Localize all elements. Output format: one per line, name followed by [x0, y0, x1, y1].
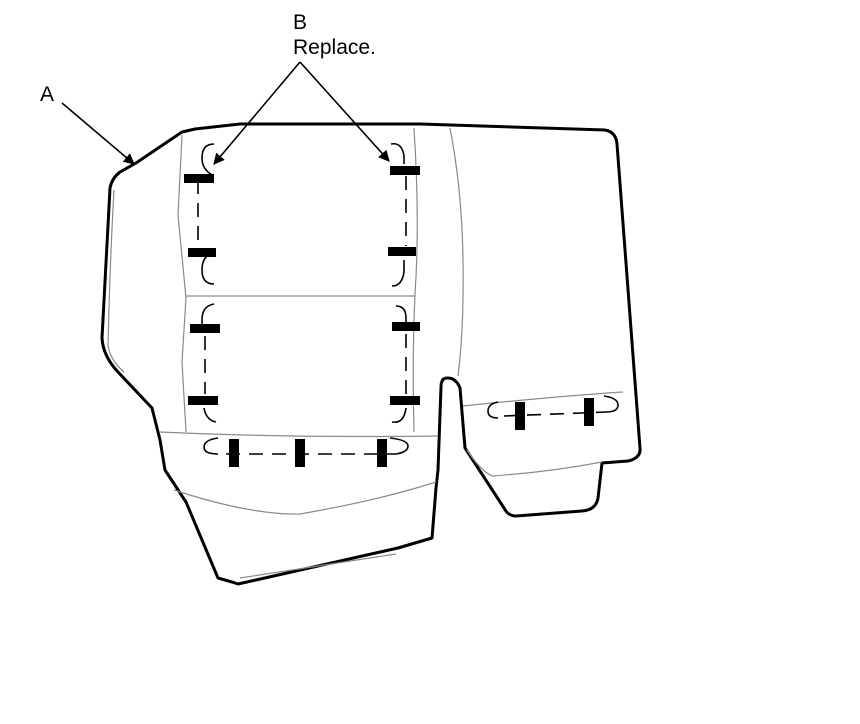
- hog-ring: [184, 174, 214, 183]
- hog-ring: [190, 324, 220, 333]
- hog-ring: [295, 439, 305, 467]
- callout-b-note: Replace.: [293, 36, 376, 59]
- hog-ring: [377, 439, 387, 467]
- bottom-hog-ring-row: [203, 437, 409, 467]
- left-side-seam: [107, 189, 125, 373]
- hog-ring: [188, 396, 218, 405]
- hog-ring: [188, 248, 216, 257]
- callout-b-label: B: [293, 11, 307, 34]
- right-flap-seam-bottom: [466, 449, 603, 477]
- hog-ring: [388, 247, 416, 256]
- hog-ring: [229, 439, 239, 467]
- lower-panel-seam: [159, 431, 439, 438]
- callout-b-leader-left: [213, 61, 301, 165]
- front-flap-seam: [173, 481, 437, 515]
- callout-b-leader-right: [299, 61, 390, 162]
- left-hog-ring-column: [184, 143, 220, 423]
- center-panel-seam-left: [412, 127, 418, 433]
- callout-a-label: A: [40, 83, 54, 106]
- hog-ring: [390, 166, 420, 175]
- hog-ring: [584, 398, 594, 426]
- hog-ring: [392, 322, 420, 331]
- left-panel-edge: [177, 134, 187, 433]
- seat-cover-outline: [100, 122, 642, 586]
- hog-ring: [390, 396, 420, 405]
- hog-ring: [515, 402, 525, 430]
- front-flap-lower-seam: [239, 553, 397, 579]
- center-panel-seam-right: [449, 127, 464, 377]
- right-flap-hog-ring-row: [487, 395, 619, 430]
- right-hog-ring-column: [388, 142, 420, 424]
- right-flap-seam-top: [462, 391, 624, 407]
- callout-a-leader: [61, 102, 135, 165]
